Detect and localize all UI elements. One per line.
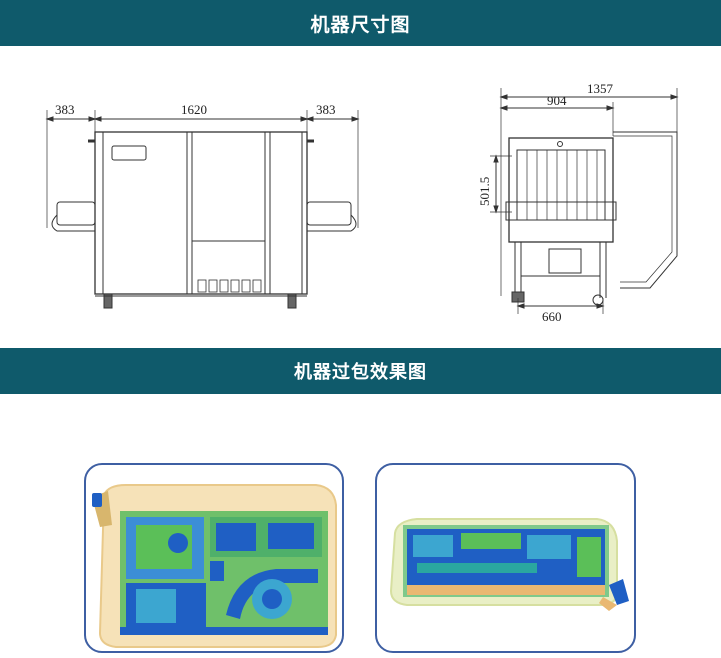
front-dim-center-label: 1620 [181, 102, 207, 117]
xray-scan-image-2 [375, 463, 636, 653]
front-dim-left-label: 383 [55, 102, 75, 117]
side-dim-base-label: 660 [542, 309, 562, 324]
dimensions-section-header: 机器尺寸图 [0, 0, 721, 46]
scan-effect-section-header: 机器过包效果图 [0, 348, 721, 394]
xray-scan-image-1 [84, 463, 344, 653]
side-view-drawing [490, 88, 679, 314]
front-view-drawing [45, 110, 360, 309]
xray-backpack-picture [92, 484, 337, 648]
front-dim-right-label: 383 [316, 102, 336, 117]
side-dim-top-label: 904 [547, 93, 567, 108]
side-dim-overall-label: 1357 [587, 81, 614, 96]
dimension-drawings: 383 1620 383 [45, 81, 679, 324]
dimensions-section-title: 机器尺寸图 [310, 13, 411, 36]
side-dim-height-label: 501.5 [477, 177, 492, 206]
scan-effect-section-title: 机器过包效果图 [294, 362, 427, 383]
xray-bag-picture [389, 518, 629, 611]
